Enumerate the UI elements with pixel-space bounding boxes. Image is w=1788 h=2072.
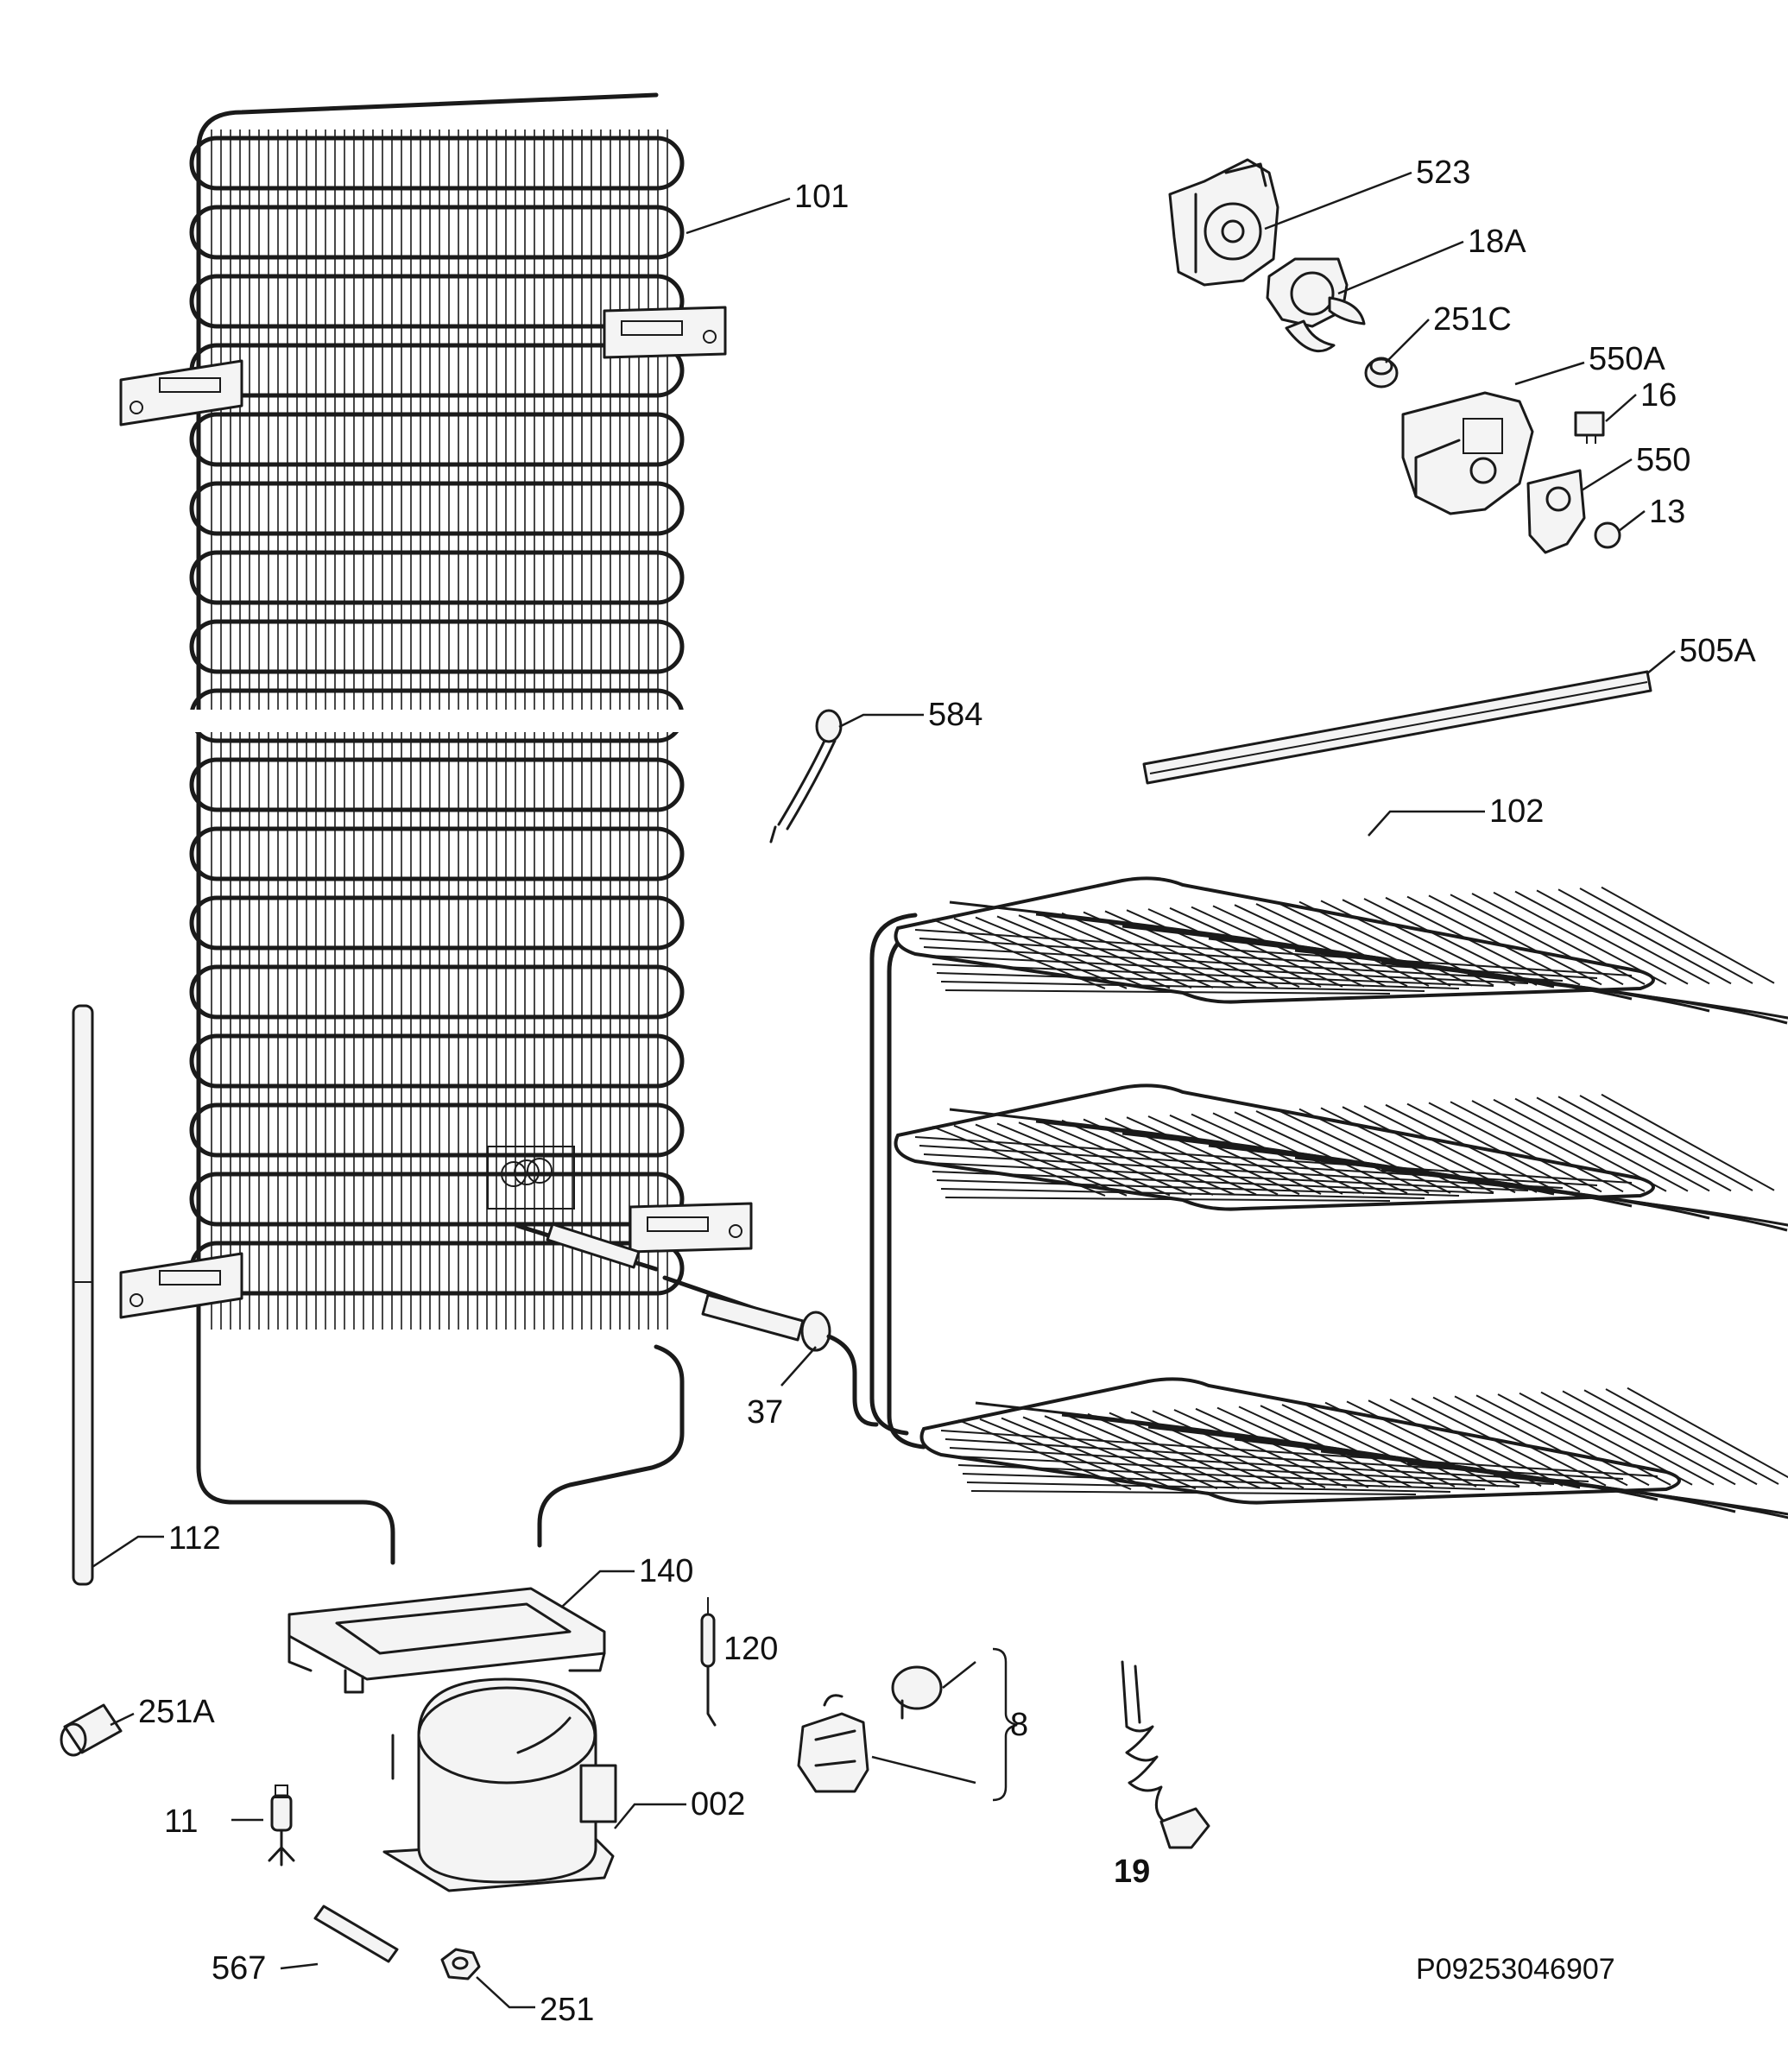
callout-505a: 505A [1679, 633, 1756, 669]
valve-11[interactable] [268, 1785, 295, 1867]
lamp-housing-550a[interactable] [1401, 391, 1534, 515]
plate-567[interactable] [313, 1905, 399, 1963]
tube-112[interactable] [72, 1004, 94, 1586]
relay-overload-8[interactable] [797, 1665, 943, 1793]
mount-tray-140[interactable] [287, 1587, 606, 1694]
condenser-bracket-bottom-left [119, 1252, 243, 1319]
callout-11: 11 [164, 1804, 198, 1840]
thermostat-120[interactable] [700, 1597, 717, 1727]
callout-140: 140 [639, 1553, 693, 1589]
callout-101: 101 [794, 179, 849, 215]
lamp-cover-550[interactable] [1526, 469, 1586, 554]
callout-102: 102 [1489, 793, 1544, 830]
callout-112: 112 [168, 1520, 221, 1557]
bushing-251a[interactable] [60, 1703, 123, 1757]
document-code: P09253046907 [1416, 1953, 1615, 1986]
callout-16: 16 [1640, 377, 1677, 414]
callout-002: 002 [691, 1786, 745, 1822]
evaporator-shelves [894, 876, 1788, 1519]
fan-housing-523[interactable] [1168, 158, 1279, 287]
callout-37: 37 [747, 1394, 783, 1431]
callout-13: 13 [1649, 494, 1685, 530]
fan-motor-18a[interactable] [1266, 257, 1366, 353]
callout-8: 8 [1010, 1707, 1028, 1743]
callout-584: 584 [928, 697, 982, 733]
condenser-bracket-bottom-right [629, 1202, 753, 1254]
capillary-coil [487, 1146, 575, 1210]
callout-labels: 523 101 18A 251C 550A 16 550 13 505A 584… [138, 155, 1756, 2028]
callout-251c: 251C [1433, 301, 1512, 338]
drier-filter-37[interactable] [515, 1222, 879, 1427]
callout-251a: 251A [138, 1694, 215, 1730]
bracket-8 [992, 1647, 1018, 1802]
condenser-bracket-top-right [603, 306, 727, 359]
callout-120: 120 [723, 1631, 778, 1667]
sensor-584[interactable] [769, 709, 843, 843]
callout-550: 550 [1636, 442, 1690, 478]
leader-lines [92, 171, 1676, 2009]
callout-523: 523 [1416, 155, 1470, 191]
condenser-bracket-top-left [119, 359, 243, 426]
callout-567: 567 [212, 1950, 266, 1987]
callout-19: 19 [1114, 1854, 1150, 1890]
callout-251: 251 [540, 1992, 594, 2028]
compressor-002[interactable] [382, 1677, 617, 1892]
nut-251[interactable] [440, 1948, 481, 1980]
strip-505a[interactable] [1142, 670, 1652, 785]
callout-550a: 550A [1589, 341, 1665, 377]
evaporator-102[interactable] [869, 876, 1788, 1536]
switch-16[interactable] [1574, 411, 1605, 444]
lamp-13[interactable] [1594, 521, 1621, 549]
condenser-101[interactable] [119, 92, 753, 1565]
power-cord-19[interactable] [1121, 1660, 1210, 1849]
grommet-251c[interactable] [1364, 357, 1399, 388]
callout-18a: 18A [1468, 224, 1526, 260]
